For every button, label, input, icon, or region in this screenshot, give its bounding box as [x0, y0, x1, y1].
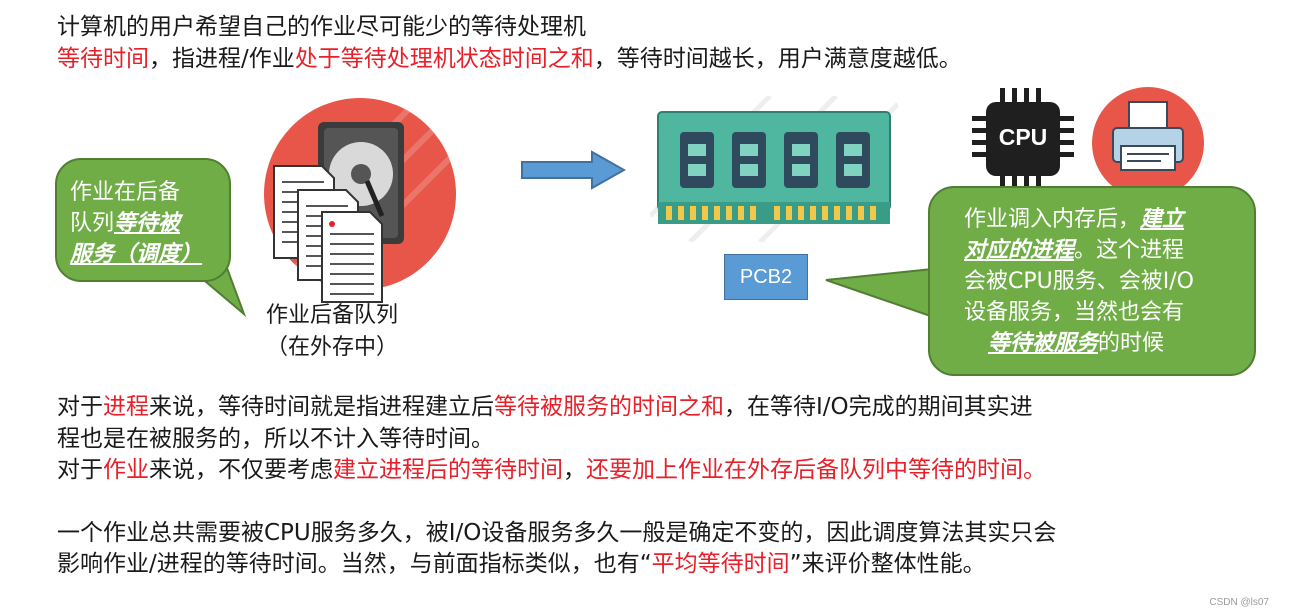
highlight-text: 作业 — [103, 457, 149, 483]
plain-text: 来说，等待时间就是指进程建立后 — [149, 394, 494, 420]
right-bubble-line-3: 会被CPU服务、会被I/O — [964, 269, 1194, 294]
body-paragraph-1b: 程也是在被服务的，所以不计入等待时间。 — [57, 426, 494, 452]
watermark: CSDN @ls07 — [1209, 597, 1269, 608]
documents-icon — [270, 160, 390, 305]
plain-text: ，等待时间越长，用户满意度越低。 — [593, 46, 962, 72]
plain-text: 对于 — [57, 457, 103, 483]
cpu-chip-icon: CPU — [970, 86, 1076, 192]
memory-module-icon — [648, 94, 900, 244]
right-speech-bubble: 作业调入内存后，建立 对应的进程。这个进程 会被CPU服务、会被I/O 设备服务… — [928, 186, 1256, 376]
right-bubble-line-2: 。这个进程 — [1074, 238, 1185, 263]
highlight-text: 进程 — [103, 394, 149, 420]
body-paragraph-2: 对于作业来说，不仅要考虑建立进程后的等待时间，还要加上作业在外存后备队列中等待的… — [57, 455, 1046, 485]
highlight-text: 建立进程后的等待时间 — [333, 457, 563, 483]
highlight-text: 等待被服务的时间之和 — [494, 394, 724, 420]
plain-text: 对于 — [57, 394, 103, 420]
queue-caption: 作业后备队列 （在外存中） — [256, 300, 408, 364]
header-line-2: 等待时间，指进程/作业处于等待处理机状态时间之和，等待时间越长，用户满意度越低。 — [57, 44, 962, 74]
cpu-label: CPU — [998, 124, 1048, 150]
right-bubble-emphasis-1: 建立 — [1140, 207, 1185, 232]
plain-text: 影响作业/进程的等待时间。当然，与前面指标类似，也有“ — [57, 551, 652, 577]
plain-text: ，指进程/作业 — [149, 46, 295, 72]
highlight-text: 处于等待处理机状态时间之和 — [294, 46, 594, 72]
plain-text: ”来评价整体性能。 — [789, 551, 986, 577]
left-bubble-line-1: 作业在后备 — [70, 180, 181, 205]
plain-text: 来说，不仅要考虑 — [149, 457, 333, 483]
right-bubble-emphasis-3: 等待被服务 — [988, 331, 1099, 356]
right-bubble-emphasis-2: 对应的进程 — [964, 238, 1075, 263]
queue-caption-line-1: 作业后备队列 — [265, 303, 398, 328]
right-bubble-line-1: 作业调入内存后， — [964, 207, 1141, 232]
pcb-label-box: PCB2 — [724, 254, 808, 300]
left-bubble-emphasis-2: 服务（调度） — [70, 242, 203, 267]
body-paragraph-3a: 一个作业总共需要被CPU服务多久，被I/O设备服务多久一般是确定不变的，因此调度… — [57, 520, 1057, 546]
right-arrow-icon — [520, 150, 627, 194]
header-line-1: 计算机的用户希望自己的作业尽可能少的等待处理机 — [57, 14, 586, 40]
plain-text: ， — [563, 457, 586, 483]
body-paragraph-3b: 影响作业/进程的等待时间。当然，与前面指标类似，也有“平均等待时间”来评价整体性… — [57, 549, 986, 579]
right-bubble-tail — [824, 262, 944, 336]
printer-io-device-icon — [1091, 86, 1205, 200]
right-bubble-line-4: 设备服务，当然也会有 — [964, 300, 1185, 325]
highlight-text: 等待时间 — [57, 46, 149, 72]
highlight-text: 平均等待时间 — [651, 551, 790, 577]
right-bubble-line-5: 的时候 — [1098, 331, 1165, 356]
queue-caption-line-2: （在外存中） — [265, 335, 398, 360]
plain-text: ，在等待I/O完成的期间其实进 — [724, 394, 1033, 420]
left-bubble-line-2: 队列 — [70, 211, 115, 236]
left-speech-bubble: 作业在后备 队列等待被 服务（调度） — [55, 158, 231, 282]
left-bubble-emphasis-1: 等待被 — [114, 211, 181, 236]
highlight-text: 还要加上作业在外存后备队列中等待的时间。 — [586, 457, 1046, 483]
body-paragraph-1a: 对于进程来说，等待时间就是指进程建立后等待被服务的时间之和，在等待I/O完成的期… — [57, 392, 1033, 422]
